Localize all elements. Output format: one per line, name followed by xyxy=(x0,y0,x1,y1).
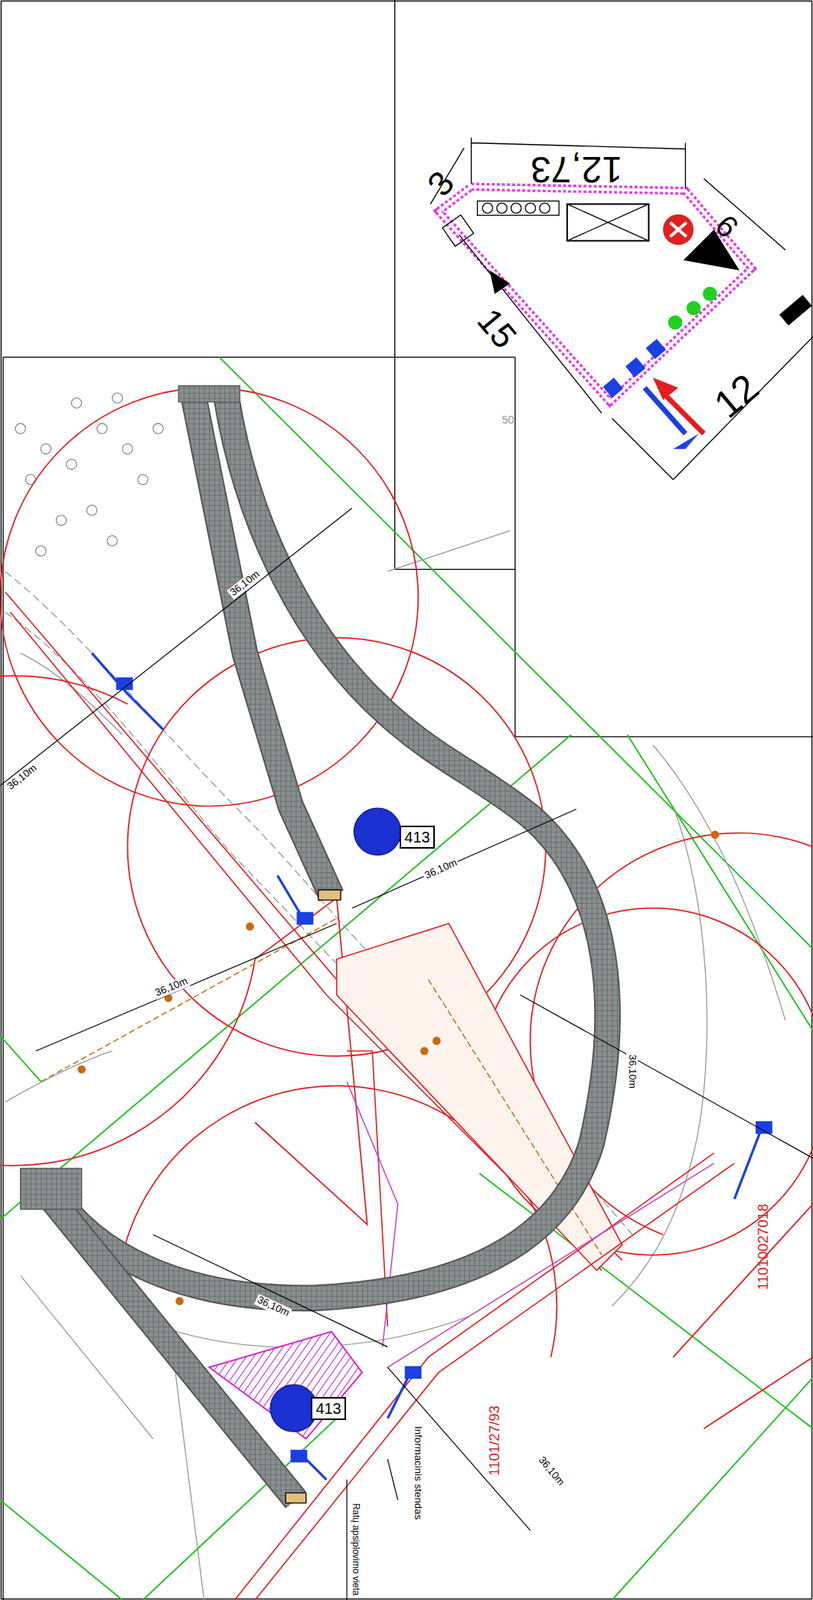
plan-label: 36,10m xyxy=(421,856,461,882)
road-lines xyxy=(5,591,735,1600)
plan-label: Ratų apsiplovimo vieta xyxy=(349,1500,360,1597)
plan-label: 1101/27/93 xyxy=(486,1405,503,1476)
inset-layout xyxy=(430,137,813,480)
plan-label: 36,10m xyxy=(4,761,41,794)
plan-label: Informacinis stendas xyxy=(412,1423,425,1521)
sign-circles xyxy=(270,807,402,1431)
plan-label: 50 xyxy=(501,413,514,426)
plan-label: 36,10m xyxy=(626,1052,639,1090)
road-markers xyxy=(77,829,719,1305)
access-road xyxy=(20,385,608,1503)
utility-lines xyxy=(40,917,602,1255)
number-box: 413 xyxy=(399,825,435,849)
trees xyxy=(15,392,164,556)
washing-area xyxy=(208,1331,363,1439)
dimension-lines xyxy=(0,507,813,1600)
plan-label: 12 xyxy=(706,365,768,427)
plan-label: 15 xyxy=(470,301,525,356)
callout-number: 413 xyxy=(404,828,430,846)
parcel-boundary xyxy=(0,356,813,1600)
plan-label: 36,10m xyxy=(534,1452,567,1489)
plan-label: 12,73 xyxy=(530,149,623,190)
plan-label: 11010027018 xyxy=(754,1203,771,1290)
sign-arrows xyxy=(91,653,771,1480)
callout-number: 413 xyxy=(315,1399,341,1417)
number-box: 413 xyxy=(310,1396,347,1420)
